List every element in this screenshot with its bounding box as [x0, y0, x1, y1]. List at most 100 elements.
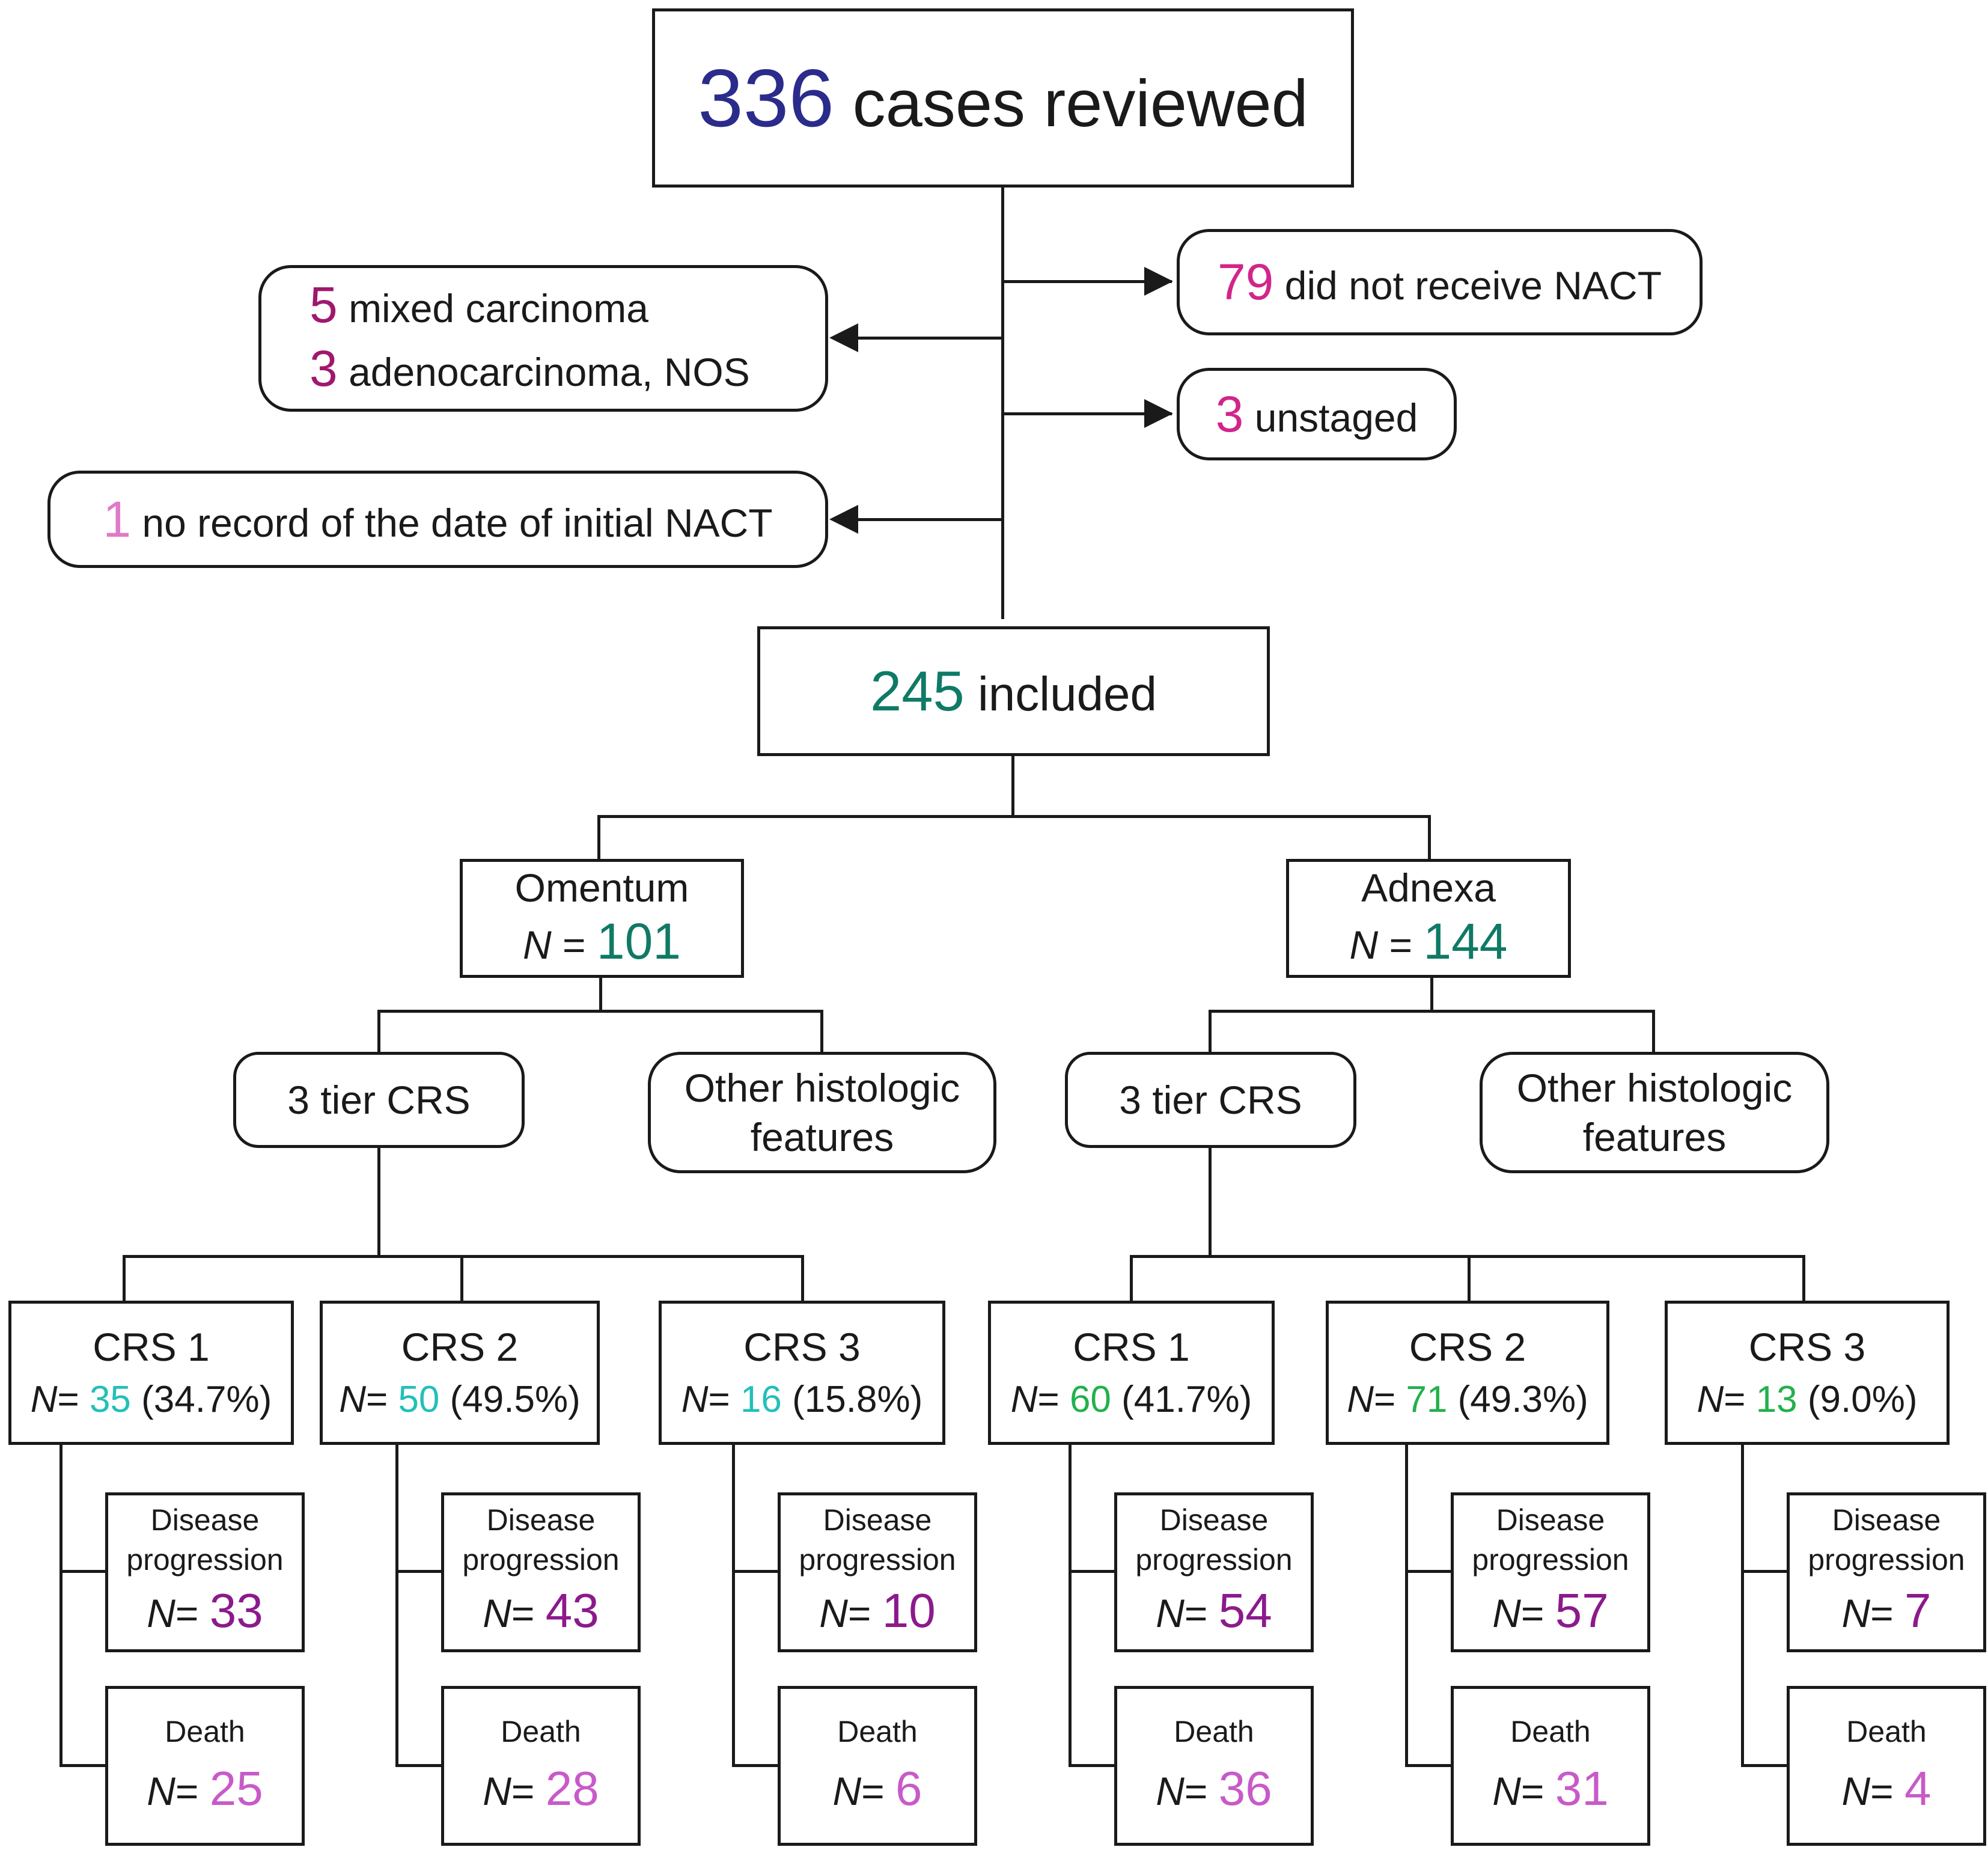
- adnexa-crs-1-progression-box: Disease progression N= 54: [1114, 1492, 1314, 1652]
- cases-reviewed-box: 336 cases reviewed: [652, 8, 1354, 188]
- connector-outcome-adnexa-crs1-prog: [1069, 1570, 1115, 1573]
- omentum-crs-2-box: CRS 2 N= 50 (49.5%): [320, 1301, 600, 1445]
- crs-group-percent: (34.7%): [141, 1379, 272, 1420]
- death-n-value: 6: [895, 1762, 922, 1815]
- site-n: N = 144: [1349, 912, 1507, 974]
- n-symbol: N: [1841, 1591, 1871, 1635]
- connector-outcome-omentum-crs1-prog: [59, 1570, 106, 1573]
- progression-label: Disease: [150, 1503, 260, 1537]
- exclusion-label: unstaged: [1254, 395, 1418, 440]
- crs-group-name: CRS 1: [93, 1325, 210, 1369]
- omentum-crs-2-progression-box: Disease progression N= 43: [441, 1492, 641, 1652]
- progression-label: Disease: [486, 1503, 596, 1537]
- exclusion-count: 5: [309, 276, 338, 333]
- connector-adnexa-crs-down: [1209, 1146, 1212, 1256]
- crs-tier-label: 3 tier CRS: [1119, 1078, 1302, 1122]
- crs-group-n-value: 60: [1069, 1379, 1111, 1420]
- connector-outcome-adnexa-crs2-prog: [1405, 1570, 1452, 1573]
- connector-outcome-omentum-crs3: [732, 1442, 735, 1767]
- other-features-line-1: Other histologic: [684, 1066, 960, 1110]
- death-n-value: 25: [209, 1762, 263, 1815]
- n-symbol: N: [522, 923, 552, 967]
- site-name: Adnexa: [1361, 865, 1496, 910]
- progression-n-value: 43: [545, 1584, 599, 1637]
- death-n: N= 31: [1492, 1756, 1609, 1824]
- crs-group-name: CRS 3: [743, 1325, 861, 1369]
- n-equals: =: [847, 1591, 882, 1635]
- n-symbol: N: [1492, 1769, 1521, 1813]
- death-n: N= 25: [147, 1756, 263, 1824]
- progression-label: progression: [1808, 1543, 1965, 1577]
- connector-omentum-groups-bar: [123, 1255, 804, 1258]
- n-equals: =: [551, 923, 597, 967]
- n-symbol: N: [1349, 923, 1379, 967]
- omentum-crs-1-death-box: Death N= 25: [105, 1686, 305, 1846]
- cases-reviewed-count: 336: [698, 52, 835, 144]
- n-symbol: N: [1156, 1591, 1185, 1635]
- crs-group-n: N= 50 (49.5%): [339, 1374, 581, 1426]
- crs-group-percent: (15.8%): [792, 1379, 923, 1420]
- crs-group-n: N= 16 (15.8%): [681, 1374, 923, 1426]
- death-label: Death: [1846, 1715, 1927, 1748]
- adnexa-crs-3-box: CRS 3 N= 13 (9.0%): [1665, 1301, 1950, 1445]
- connector-omentum-down: [599, 976, 602, 1011]
- progression-label: progression: [799, 1543, 956, 1577]
- progression-label: Disease: [1832, 1503, 1941, 1537]
- progression-n-value: 7: [1904, 1584, 1932, 1637]
- connector-outcome-omentum-crs3-death: [732, 1764, 779, 1767]
- site-n: N = 101: [523, 912, 681, 974]
- n-symbol: N: [30, 1379, 58, 1420]
- omentum-other-features-box: Other histologic features: [648, 1052, 996, 1173]
- other-features-line-2: features: [750, 1115, 894, 1159]
- n-equals: =: [1520, 1591, 1555, 1635]
- n-symbol: N: [147, 1591, 175, 1635]
- n-symbol: N: [1841, 1769, 1871, 1813]
- connector-to-adnexa-crs1: [1130, 1255, 1133, 1302]
- death-label: Death: [1174, 1715, 1254, 1748]
- exclusion-mixed-carcinoma: 5 mixed carcinoma: [309, 275, 825, 338]
- connector-to-adnexa-crs3: [1802, 1255, 1805, 1302]
- progression-label: progression: [1135, 1543, 1293, 1577]
- progression-label: progression: [126, 1543, 284, 1577]
- connector-outcome-adnexa-crs3: [1741, 1442, 1744, 1767]
- exclusion-count: 3: [309, 340, 338, 397]
- connector-to-adnexa-crs2: [1468, 1255, 1471, 1302]
- progression-label: Disease: [1159, 1503, 1269, 1537]
- death-label: Death: [501, 1715, 581, 1748]
- connector-outcome-omentum-crs1: [59, 1442, 63, 1767]
- death-label: Death: [1510, 1715, 1591, 1748]
- progression-n: N= 33: [147, 1580, 263, 1644]
- connector-omentum-bar: [377, 1010, 823, 1013]
- connector-to-omentum-crs2: [460, 1255, 463, 1302]
- exclusion-histology-box: 5 mixed carcinoma 3 adenocarcinoma, NOS: [258, 265, 828, 412]
- connector-to-omentum-crs: [377, 1010, 380, 1053]
- n-symbol: N: [483, 1769, 511, 1813]
- adnexa-crs-1-box: CRS 1 N= 60 (41.7%): [988, 1301, 1275, 1445]
- connector-to-unstaged: [1002, 412, 1172, 415]
- progression-label: progression: [1472, 1543, 1629, 1577]
- n-equals: =: [1520, 1769, 1555, 1813]
- n-equals: =: [366, 1379, 398, 1420]
- connector-to-omentum-other: [820, 1010, 823, 1053]
- site-name: Omentum: [514, 865, 689, 910]
- crs-group-name: CRS 2: [1409, 1325, 1526, 1369]
- adnexa-other-features-box: Other histologic features: [1480, 1052, 1829, 1173]
- progression-label: Disease: [823, 1503, 932, 1537]
- n-equals: =: [1870, 1769, 1905, 1813]
- crs-group-n-value: 71: [1406, 1379, 1448, 1420]
- exclusion-label: mixed carcinoma: [349, 286, 648, 331]
- adnexa-crs-2-box: CRS 2 N= 71 (49.3%): [1326, 1301, 1609, 1445]
- progression-n-value: 54: [1218, 1584, 1272, 1637]
- adnexa-crs-3-death-box: Death N= 4: [1787, 1686, 1986, 1846]
- included-text: 245 included: [870, 659, 1157, 724]
- arrow-left-icon: [829, 323, 858, 352]
- exclusion-no-nact: 79 did not receive NACT: [1218, 253, 1662, 311]
- omentum-crs-1-box: CRS 1 N= 35 (34.7%): [8, 1301, 294, 1445]
- death-n: N= 4: [1841, 1756, 1931, 1824]
- crs-group-n: N= 71 (49.3%): [1347, 1374, 1588, 1426]
- crs-group-percent: (9.0%): [1807, 1379, 1918, 1420]
- connector-adnexa-down: [1430, 976, 1433, 1011]
- crs-group-percent: (49.3%): [1457, 1379, 1588, 1420]
- progression-n-value: 10: [882, 1584, 936, 1637]
- n-symbol: N: [1156, 1769, 1185, 1813]
